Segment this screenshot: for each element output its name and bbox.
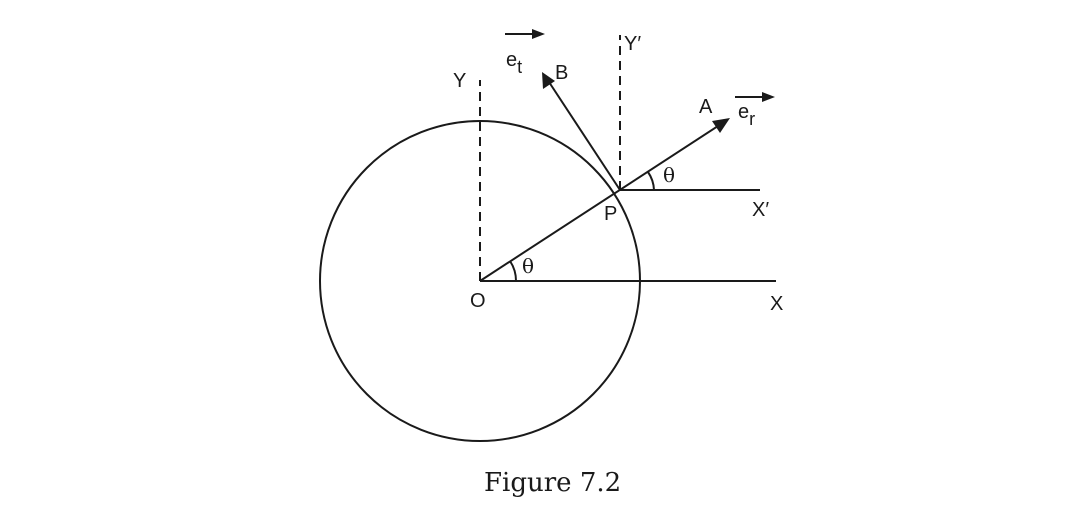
label-Y: Y: [453, 70, 466, 92]
label-X-prime: X′: [752, 199, 769, 221]
et-main: e: [506, 49, 517, 71]
angle-arc-P: [647, 171, 655, 191]
label-P: P: [604, 203, 617, 225]
et-sub: t: [517, 57, 522, 77]
label-et: et: [506, 49, 522, 77]
label-er: er: [738, 101, 755, 129]
label-A: A: [699, 96, 713, 118]
er-main: e: [738, 101, 749, 123]
arrowhead-A: [712, 118, 730, 133]
label-Y-prime: Y′: [624, 33, 641, 55]
tangent-line-PB: [548, 81, 621, 191]
et-vector-head: [532, 29, 545, 39]
label-O: O: [470, 290, 486, 312]
arrowhead-B: [542, 72, 555, 89]
label-X: X: [770, 293, 783, 315]
angle-arc-O: [509, 260, 518, 282]
label-B: B: [555, 62, 568, 84]
er-vector-head: [762, 92, 775, 102]
figure-caption: Figure 7.2: [484, 468, 621, 498]
radial-line-OA: [479, 125, 719, 282]
theta-at-O: θ: [522, 254, 534, 278]
er-sub: r: [749, 109, 755, 129]
theta-at-P: θ: [663, 163, 675, 187]
